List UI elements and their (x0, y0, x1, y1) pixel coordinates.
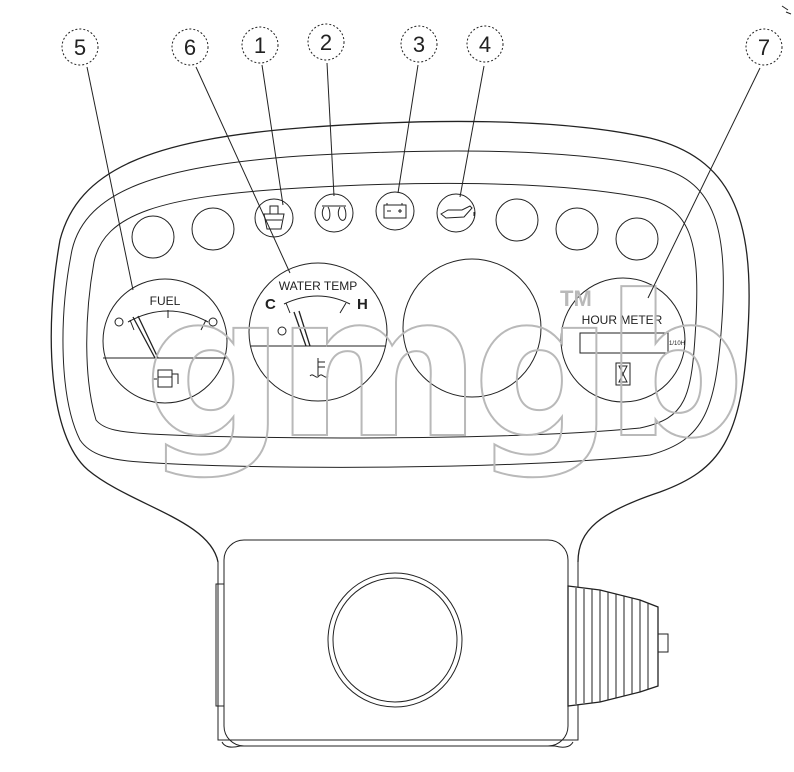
water-temp-needle (293, 310, 311, 347)
svg-text:5: 5 (74, 35, 86, 60)
hour-meter-display (579, 332, 669, 354)
indicator-lamp-right-2 (555, 207, 599, 251)
column-bore-outer (327, 572, 463, 708)
blank-gauge (402, 258, 542, 398)
steering-mount (215, 539, 669, 748)
callout-7: 7 (745, 28, 783, 66)
glow-plug-icon (254, 198, 294, 238)
water-temp-gauge: WATER TEMP C H (248, 262, 388, 402)
dashboard-housing (50, 120, 750, 563)
indicator-lamp-right-3 (615, 217, 659, 261)
svg-text:7: 7 (758, 35, 770, 60)
indicator-lamp-left-2 (191, 207, 235, 251)
indicator-lights (131, 191, 659, 261)
callout-2: 2 (307, 23, 345, 61)
mount-block (223, 539, 569, 747)
callout-6: 6 (171, 28, 209, 66)
watermark-text: gmgb (144, 254, 737, 482)
svg-text:3: 3 (413, 32, 425, 57)
watermark-tm: TM (560, 286, 592, 311)
svg-text:2: 2 (320, 30, 332, 55)
watermark: gmgb TM (143, 253, 746, 483)
hour-meter-label: HOUR METER (582, 313, 663, 327)
fuel-gauge: FUEL (102, 278, 228, 404)
callout-3: 3 (400, 25, 438, 63)
oil-pressure-icon (436, 193, 476, 233)
fuel-empty-icon (114, 317, 124, 327)
indicator-lamp-left-1 (131, 215, 175, 259)
fuel-pump-icon (153, 369, 179, 388)
svg-text:1: 1 (254, 33, 266, 58)
svg-text:6: 6 (184, 35, 196, 60)
fuel-gauge-label: FUEL (150, 294, 181, 308)
water-temp-indicator-dot (277, 326, 287, 336)
coolant-temp-icon (309, 358, 329, 378)
key-switch-tip (657, 633, 669, 653)
water-temp-label: WATER TEMP (279, 279, 357, 293)
hour-meter: HOUR METER 1/10H (560, 277, 686, 403)
leader-lines (86, 62, 761, 299)
water-temp-cold-label: C (265, 296, 276, 313)
corner-mark (781, 5, 792, 15)
indicator-lamp-right-1 (495, 198, 539, 242)
mount-left-tab (215, 583, 224, 707)
hour-meter-hourglass-icon (615, 362, 631, 386)
callout-1: 1 (241, 26, 279, 64)
column-bore-inner (332, 577, 458, 703)
hour-meter-scale: 1/10H (669, 341, 685, 347)
fuel-needle (132, 315, 159, 359)
callout-4: 4 (466, 25, 504, 63)
callout-5: 5 (61, 28, 99, 66)
svg-text:4: 4 (479, 32, 491, 57)
battery-icon (375, 191, 415, 231)
key-switch-knob (567, 585, 669, 707)
preheat-coil-icon (314, 193, 354, 233)
fuel-full-icon (208, 317, 218, 327)
water-temp-hot-label: H (357, 296, 368, 313)
